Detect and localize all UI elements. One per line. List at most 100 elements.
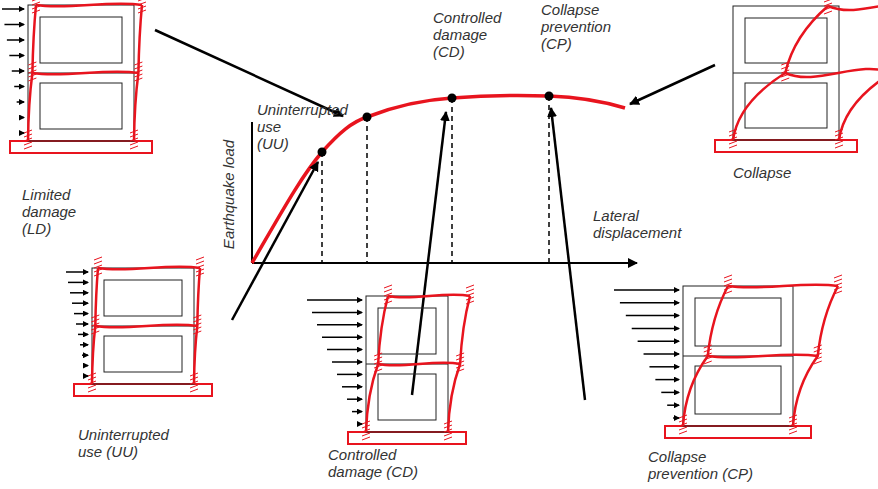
hinge-mark <box>704 345 712 348</box>
lateral-force-arrow <box>620 302 679 304</box>
hinge-mark <box>88 381 96 384</box>
hinge-mark <box>94 261 102 264</box>
axes <box>252 122 637 263</box>
foundation <box>348 432 466 444</box>
hinge-mark <box>130 138 138 141</box>
lateral-force-arrow <box>21 132 24 134</box>
foundation <box>665 426 811 438</box>
lateral-force-arrow <box>85 375 88 377</box>
deformed-column <box>733 6 828 140</box>
hinge-mark <box>835 145 843 148</box>
inner-outline <box>40 17 122 63</box>
hinge-mark <box>134 66 142 69</box>
hinge-mark <box>130 146 138 149</box>
hinge-mark <box>824 7 832 10</box>
deformed-beam <box>828 2 878 10</box>
hinge-mark <box>835 141 843 144</box>
lateral-force-arrow <box>17 101 24 103</box>
hinge-mark <box>384 289 392 292</box>
hinge-mark <box>94 273 102 276</box>
lateral-force-arrow <box>14 86 24 88</box>
hinge-mark <box>32 0 40 1</box>
hinge-mark <box>729 141 737 144</box>
hinge-mark <box>444 433 452 436</box>
building-sketches <box>2 0 878 444</box>
hinge-mark <box>32 10 40 13</box>
hinge-mark <box>384 293 392 296</box>
hinge-mark <box>28 74 36 77</box>
hinge-mark <box>835 129 843 132</box>
lateral-force-arrow <box>70 292 88 294</box>
deformed-beam <box>728 285 838 288</box>
hinge-mark <box>834 283 842 286</box>
hinge-mark <box>824 3 832 6</box>
lateral-force-arrow <box>76 323 88 325</box>
hinge-mark <box>789 423 797 426</box>
hinge-mark <box>384 285 392 288</box>
hinge-mark <box>814 361 822 364</box>
hinge-mark <box>193 331 201 334</box>
hinge-mark <box>24 146 32 149</box>
deformed-beam <box>98 267 200 270</box>
hinge-mark <box>91 323 99 326</box>
state-label: Controlled damage (CD) <box>433 9 513 60</box>
building-caption: Collapse prevention (CP) <box>648 448 763 482</box>
lateral-force-arrow <box>337 374 362 376</box>
hinge-mark <box>134 62 142 65</box>
lateral-force-arrow <box>12 70 24 72</box>
lateral-force-arrow <box>649 366 679 368</box>
lateral-force-arrow <box>655 379 679 381</box>
hinge-mark <box>781 78 789 81</box>
hinge-mark <box>28 66 36 69</box>
hinge-mark <box>190 385 198 388</box>
hinge-mark <box>134 78 142 81</box>
hinge-mark <box>88 385 96 388</box>
lateral-force-arrow <box>84 365 88 367</box>
hinge-mark <box>32 6 40 9</box>
hinge-mark <box>374 353 382 356</box>
hinge-mark <box>789 427 797 430</box>
lateral-force-arrow <box>332 361 362 363</box>
hinge-mark <box>91 327 99 330</box>
lateral-force-arrow <box>638 340 679 342</box>
inner-outline <box>745 83 827 128</box>
inner-outline <box>745 18 827 63</box>
hinge-mark <box>88 377 96 380</box>
building-caption: Controlled damage (CD) <box>328 446 433 480</box>
lateral-force-arrow <box>352 411 362 413</box>
hinge-mark <box>374 365 382 368</box>
hinge-mark <box>134 70 142 73</box>
lateral-force-arrow <box>68 282 88 284</box>
hinge-mark <box>724 275 732 278</box>
hinge-mark <box>466 297 474 300</box>
hinge-mark <box>374 357 382 360</box>
hinge-mark <box>781 70 789 73</box>
lateral-force-arrow <box>632 328 679 330</box>
hinge-mark <box>193 323 201 326</box>
hinge-mark <box>94 265 102 268</box>
hinge-mark <box>362 429 370 432</box>
hinge-mark <box>193 327 201 330</box>
hinge-mark <box>724 283 732 286</box>
hinge-mark <box>444 429 452 432</box>
hinge-mark <box>88 373 96 376</box>
hinge-mark <box>704 349 712 352</box>
hinge-mark <box>196 273 204 276</box>
hinge-mark <box>704 353 712 356</box>
hinge-mark <box>444 437 452 440</box>
performance-points <box>318 92 554 157</box>
inner-outline <box>695 366 781 414</box>
inner-outline <box>378 308 436 354</box>
deformed-beam <box>708 355 818 358</box>
hinge-mark <box>134 74 142 77</box>
hinge-mark <box>704 361 712 364</box>
deformed-beam <box>378 363 460 366</box>
hinge-mark <box>704 357 712 360</box>
hinge-mark <box>724 291 732 294</box>
hinge-mark <box>196 261 204 264</box>
hinge-mark <box>138 6 146 9</box>
lateral-force-arrow <box>317 324 362 326</box>
inner-outline <box>104 280 182 316</box>
hinge-mark <box>679 427 687 430</box>
